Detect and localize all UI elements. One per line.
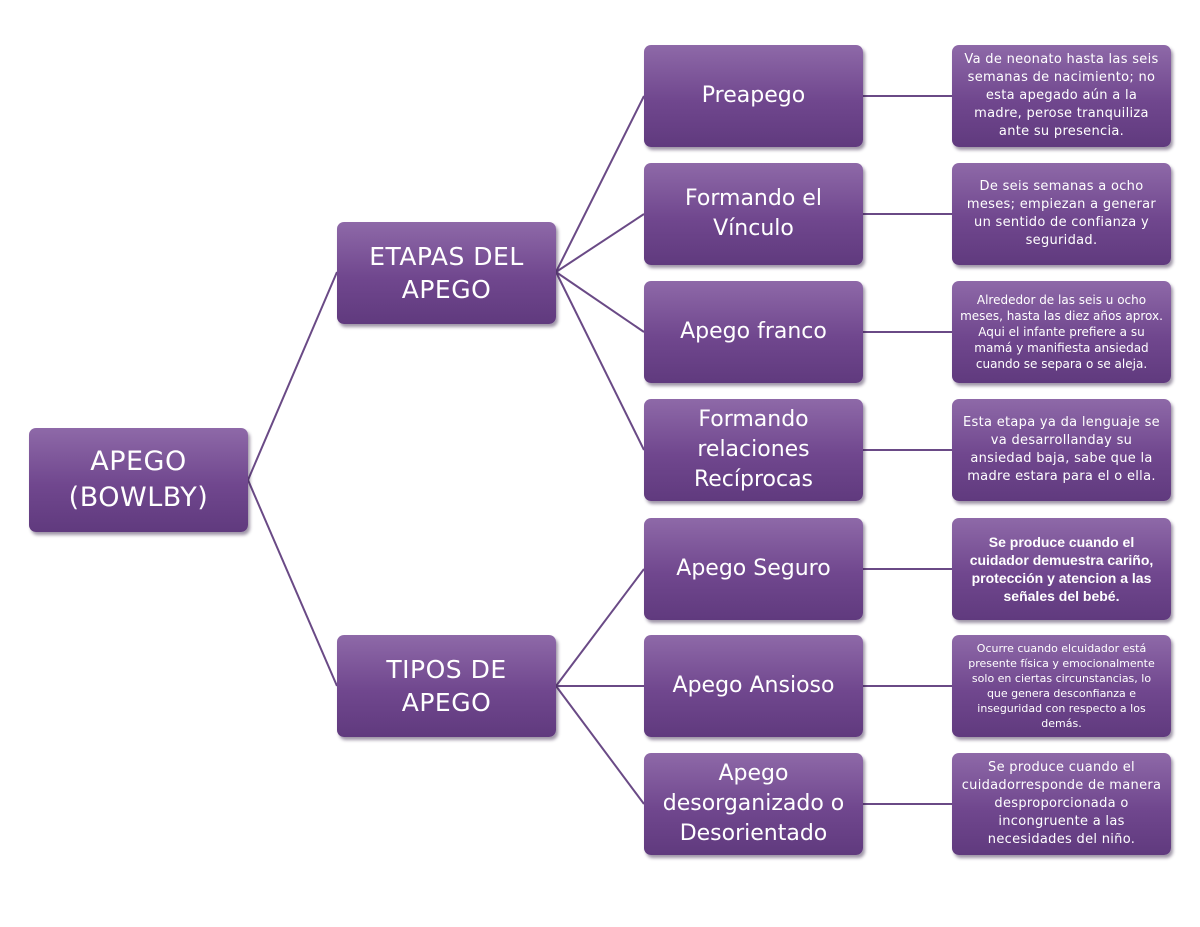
- description-text: Alrededor de las seis u ocho meses, hast…: [960, 293, 1163, 371]
- description-text: Se produce cuando el cuidadorresponde de…: [961, 760, 1162, 847]
- type-label: Apego Seguro: [676, 556, 831, 581]
- description-apego-franco: Alrededor de las seis u ocho meses, hast…: [952, 281, 1171, 383]
- type-node-apego-seguro: Apego Seguro: [644, 518, 863, 620]
- description-apego-seguro: Se produce cuando el cuidador demuestra …: [952, 518, 1171, 620]
- stage-label: Apego franco: [680, 319, 827, 344]
- description-relaciones-reciprocas: Esta etapa ya da lenguaje se va desarrol…: [952, 399, 1171, 501]
- connector-tipos-seguro: [555, 568, 645, 687]
- category-node-tipos: TIPOS DE APEGO: [337, 635, 556, 737]
- description-apego-ansioso: Ocurre cuando elcuidador está presente f…: [952, 635, 1171, 737]
- connector-tipos-desorganizado: [555, 685, 645, 805]
- root-label: APEGO (BOWLBY): [68, 446, 209, 513]
- description-preapego: Va de neonato hasta las seis semanas de …: [952, 45, 1171, 147]
- description-text: Esta etapa ya da lenguaje se va desarrol…: [963, 415, 1160, 484]
- description-text: Va de neonato hasta las seis semanas de …: [964, 52, 1159, 139]
- connector-etapas-franco: [555, 271, 645, 333]
- connector-etapas-reciprocas: [555, 271, 645, 451]
- stage-label: Formando el Vínculo: [685, 186, 822, 241]
- type-node-apego-desorganizado: Apego desorganizado o Desorientado: [644, 753, 863, 855]
- stage-node-preapego: Preapego: [644, 45, 863, 147]
- connector-etapas-preapego: [555, 95, 645, 273]
- stage-label: Formando relaciones Recíprocas: [693, 407, 814, 492]
- type-node-apego-ansioso: Apego Ansioso: [644, 635, 863, 737]
- type-label: Apego Ansioso: [672, 673, 835, 698]
- description-text: De seis semanas a ocho meses; empiezan a…: [966, 179, 1157, 248]
- type-label: Apego desorganizado o Desorientado: [662, 761, 845, 846]
- description-apego-desorganizado: Se produce cuando el cuidadorresponde de…: [952, 753, 1171, 855]
- stage-label: Preapego: [701, 83, 806, 108]
- description-text: Se produce cuando el cuidador demuestra …: [969, 534, 1154, 604]
- description-text: Ocurre cuando elcuidador está presente f…: [968, 642, 1155, 730]
- description-formando-vinculo: De seis semanas a ocho meses; empiezan a…: [952, 163, 1171, 265]
- category-label-etapas: ETAPAS DEL APEGO: [369, 242, 524, 304]
- connector-etapas-vinculo: [555, 213, 645, 273]
- root-node-apego: APEGO (BOWLBY): [29, 428, 248, 532]
- stage-node-relaciones-reciprocas: Formando relaciones Recíprocas: [644, 399, 863, 501]
- stage-node-formando-vinculo: Formando el Vínculo: [644, 163, 863, 265]
- category-node-etapas: ETAPAS DEL APEGO: [337, 222, 556, 324]
- connector-root-etapas: [247, 271, 338, 481]
- stage-node-apego-franco: Apego franco: [644, 281, 863, 383]
- connector-root-tipos: [247, 479, 338, 687]
- category-label-tipos: TIPOS DE APEGO: [386, 655, 507, 717]
